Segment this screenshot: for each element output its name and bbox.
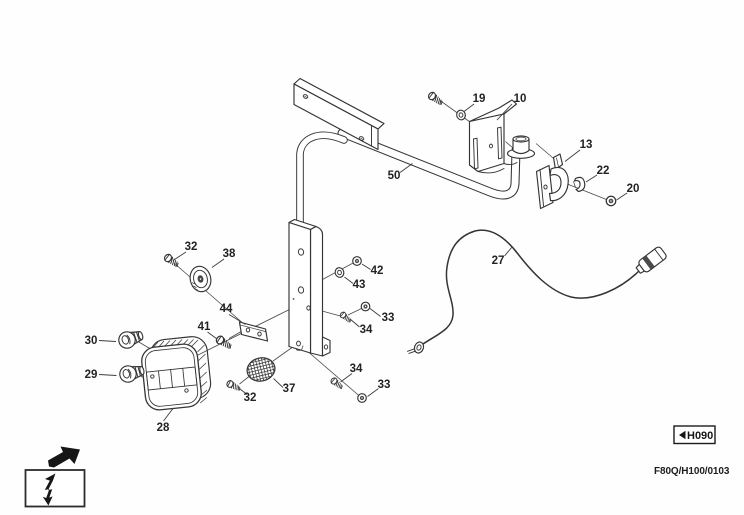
callout-38: 38 (223, 248, 236, 260)
callout-30: 30 (85, 335, 98, 347)
part-34-screw-upper (338, 310, 354, 325)
part-41-bolt (214, 334, 234, 352)
callout-10: 10 (514, 93, 527, 105)
callout-42: 42 (371, 265, 384, 277)
callout-29: 29 (85, 369, 98, 381)
top-mounting-bar (293, 77, 385, 151)
part-19-screw-washer (426, 90, 467, 122)
cable-connector-plug (635, 246, 667, 274)
part-30-bulb (116, 326, 146, 351)
callout-41: 41 (198, 321, 211, 333)
part-44-plate (238, 321, 269, 342)
callout-labels: 19 10 13 22 20 50 27 32 38 42 43 33 34 4… (85, 93, 640, 434)
direction-arrow-icon (48, 446, 80, 468)
callout-leader-lines (98, 103, 628, 422)
callout-13: 13 (580, 139, 593, 151)
callout-33-upper: 33 (382, 312, 395, 324)
lightning-bolt-icon (42, 473, 56, 506)
electrical-symbol-box (24, 469, 86, 508)
part-27-cable (407, 229, 667, 354)
nav-ref-label: H090 (687, 430, 713, 442)
callout-22: 22 (597, 165, 610, 177)
part-22-clip (573, 176, 586, 193)
callout-20: 20 (627, 183, 640, 195)
callout-37: 37 (283, 383, 296, 395)
back-triangle-icon (679, 430, 686, 440)
part-32-screw-lower (225, 379, 243, 393)
part-34-screw-lower (329, 376, 345, 391)
nav-ref-box[interactable]: H090 (673, 425, 716, 445)
callout-19: 19 (473, 93, 486, 105)
part-28-lamp-lens (141, 336, 212, 411)
part-33-nut-lower (357, 393, 367, 403)
part-32-screw-upper (162, 252, 181, 270)
callout-44: 44 (220, 303, 233, 315)
part-42-nut (352, 256, 362, 266)
callout-50: 50 (388, 170, 401, 182)
callout-34-lower: 34 (350, 363, 363, 375)
callout-32-upper: 32 (185, 241, 198, 253)
callout-27: 27 (492, 255, 505, 267)
callout-34-upper: 34 (360, 324, 373, 336)
figure-code: F80Q/H100/0103 (654, 466, 730, 477)
callout-43: 43 (353, 279, 366, 291)
callout-33-lower: 33 (378, 379, 391, 391)
part-38-grommet (189, 265, 212, 293)
part-33-nut-upper (360, 301, 371, 312)
part-37-reflector (245, 354, 277, 385)
lower-channel-plate (288, 218, 331, 357)
part-50-bracket-assembly (288, 77, 536, 357)
part-20-nut (605, 195, 617, 207)
part-10-bracket (468, 99, 518, 174)
callout-28: 28 (157, 422, 170, 434)
cable-ring-terminal (407, 341, 425, 354)
part-13-clamp (535, 153, 569, 210)
callout-32-lower: 32 (244, 392, 257, 404)
